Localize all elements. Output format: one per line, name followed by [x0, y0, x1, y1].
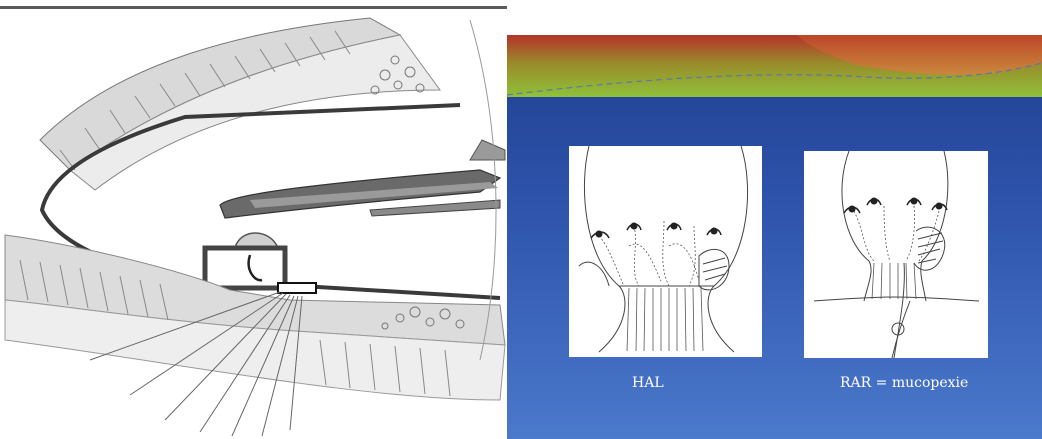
anoscope-lower-edge	[285, 285, 500, 298]
rar-figure	[804, 151, 988, 358]
doppler-transducer	[278, 283, 316, 293]
hal-caption: HAL	[632, 375, 664, 391]
rar-caption: RAR = mucopexie	[840, 375, 968, 391]
upper-wall-band	[40, 18, 440, 190]
rar-drawing	[804, 151, 988, 358]
presentation-slide: HAL RAR = mucopexie	[507, 35, 1042, 439]
doppler-window	[205, 233, 316, 293]
hal-drawing	[569, 146, 762, 357]
lower-wall-band	[5, 235, 505, 400]
anoscope-illustration	[0, 0, 507, 439]
slide-header-band	[507, 35, 1042, 97]
anoscope-drawing	[0, 0, 507, 439]
top-rule	[0, 6, 507, 9]
needle-holder	[220, 140, 505, 218]
hal-figure	[569, 146, 762, 357]
